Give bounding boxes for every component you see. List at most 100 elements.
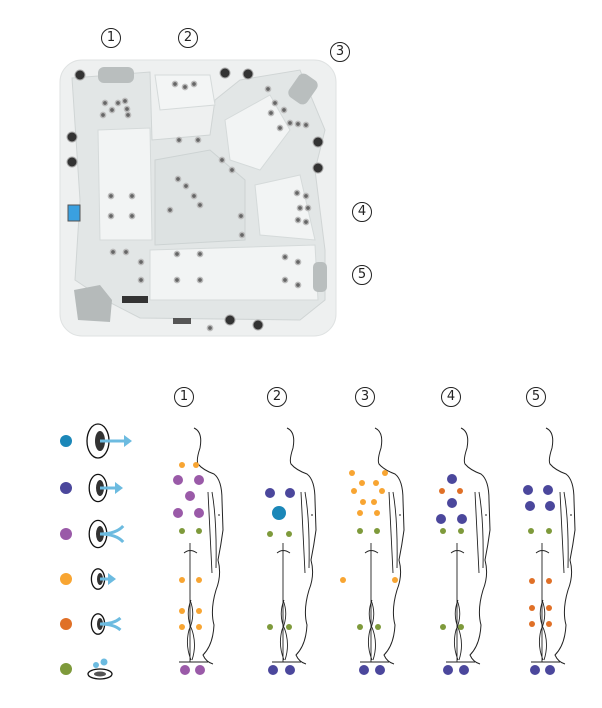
small-directional-jet-marker: [374, 510, 380, 516]
tub-seat-label: 1: [101, 28, 121, 48]
water-arrow: [100, 482, 123, 494]
control-knob-icon: [224, 314, 236, 326]
jet-icon: [294, 216, 302, 224]
jet-icon: [190, 192, 198, 200]
small-directional-jet-marker: [392, 577, 398, 583]
medium-directional-jet-marker: [530, 665, 540, 675]
small-rotating-jet-marker: [529, 578, 535, 584]
small-directional-jet-marker: [179, 624, 185, 630]
medium-rotating-jet-marker: [180, 665, 190, 675]
jet-icon: [293, 189, 301, 197]
headrest-icon: [98, 67, 134, 83]
medium-directional-jet-marker: [285, 665, 295, 675]
medium-directional-jet-marker: [457, 514, 467, 524]
small-directional-jet-marker: [340, 577, 346, 583]
jet-icon: [121, 97, 129, 105]
legend-color-dot: [60, 663, 72, 675]
medium-directional-jet-icon: [88, 473, 123, 503]
small-rotating-jet-marker: [529, 621, 535, 627]
jet-icon: [286, 119, 294, 127]
jet-icon: [137, 258, 145, 266]
medium-directional-jet-marker: [359, 665, 369, 675]
small-directional-jet-marker: [357, 510, 363, 516]
small-rotating-jet-marker: [546, 605, 552, 611]
legend-color-dot: [60, 528, 72, 540]
body-outline: [545, 427, 576, 665]
jet-icon: [173, 276, 181, 284]
large-directional-jet-marker: [272, 506, 286, 520]
figure-label: 1: [174, 387, 194, 407]
jet-icon: [276, 124, 284, 132]
jet-icon: [124, 111, 132, 119]
air-bubble-jet-marker: [357, 624, 363, 630]
body-figure-3: [340, 427, 405, 675]
medium-rotating-jet-marker: [195, 665, 205, 675]
jet-icon: [296, 204, 304, 212]
jet-icon: [107, 192, 115, 200]
jet-icon: [238, 231, 246, 239]
small-rotating-jet-marker: [457, 488, 463, 494]
air-ring: [87, 668, 113, 680]
water-flow: [99, 616, 122, 632]
small-directional-jet-marker: [179, 462, 185, 468]
jet-icon: [228, 166, 236, 174]
seat-4: [254, 174, 316, 241]
body-figure-5: [523, 427, 576, 675]
jet-icon: [107, 212, 115, 220]
air-bubble-jet-marker: [286, 531, 292, 537]
jet-icon: [109, 248, 117, 256]
body-outline: [460, 427, 491, 665]
seat-1: [97, 127, 153, 241]
air-bubble-jet-marker: [357, 528, 363, 534]
leg-outline: [531, 543, 560, 663]
jet-icon: [101, 99, 109, 107]
body-outline: [374, 427, 405, 665]
arm-outline: [388, 491, 401, 574]
jet-icon: [114, 99, 122, 107]
jet-icon: [190, 80, 198, 88]
air-bubble-jet-marker: [286, 624, 292, 630]
small-directional-jet-marker: [373, 480, 379, 486]
small-directional-jet-marker: [359, 480, 365, 486]
air-bubble-jet-marker: [546, 528, 552, 534]
tub-seat-label: 4: [352, 202, 372, 222]
arm-outline: [300, 491, 313, 574]
air-bubble-jet-marker: [458, 624, 464, 630]
jet-icon: [280, 106, 288, 114]
small-directional-jet-marker: [179, 577, 185, 583]
medium-rotating-jet-marker: [194, 508, 204, 518]
display-icon: [122, 296, 148, 303]
legend-color-dot: [60, 482, 72, 494]
small-rotating-jet-marker: [529, 605, 535, 611]
legend-color-dot: [60, 435, 72, 447]
air-nozzle: [94, 671, 106, 677]
headrest-icon: [313, 262, 327, 292]
jet-icon: [128, 212, 136, 220]
leg-outline: [446, 543, 475, 663]
control-knob-icon: [242, 68, 254, 80]
medium-directional-jet-marker: [459, 665, 469, 675]
control-knob-icon: [312, 136, 324, 148]
medium-directional-jet-marker: [525, 501, 535, 511]
jet-icon: [206, 324, 214, 332]
control-knob-icon: [66, 131, 78, 143]
medium-directional-jet-marker: [545, 665, 555, 675]
small-directional-jet-marker: [196, 624, 202, 630]
small-directional-jet-icon: [90, 568, 116, 590]
medium-rotating-jet-marker: [173, 508, 183, 518]
large-directional-jet-icon: [86, 423, 132, 459]
small-directional-jet-marker: [196, 577, 202, 583]
medium-rotating-jet-marker: [194, 475, 204, 485]
jet-icon: [196, 276, 204, 284]
leg-outline: [179, 543, 208, 663]
medium-rotating-jet-marker: [185, 491, 195, 501]
jet-icon: [99, 111, 107, 119]
medium-directional-jet-marker: [285, 488, 295, 498]
air-bubble-jet-marker: [196, 528, 202, 534]
small-directional-jet-marker: [351, 488, 357, 494]
jet-icon: [173, 250, 181, 258]
air-bubble-jet-marker: [440, 528, 446, 534]
jet-icon: [108, 106, 116, 114]
bubble: [100, 658, 108, 666]
